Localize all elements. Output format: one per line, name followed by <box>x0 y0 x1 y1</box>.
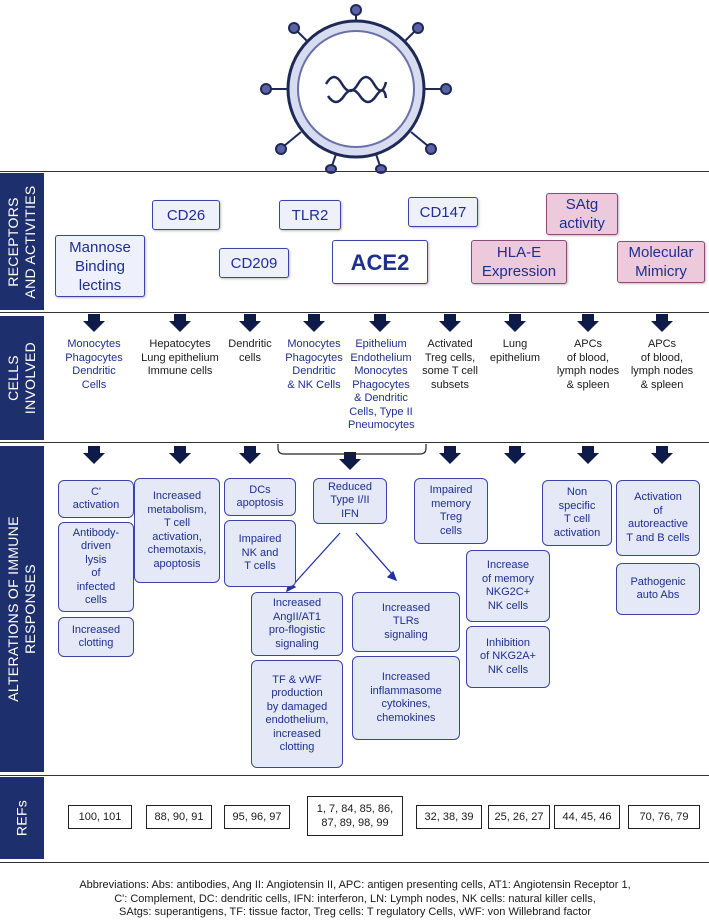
alteration-inhibition-nkg2a: Inhibition of NKG2A+ NK cells <box>466 626 550 688</box>
receptor-cd147: CD147 <box>408 197 478 227</box>
separator-refs <box>0 862 709 863</box>
bracket-ace2-group <box>277 444 427 455</box>
cells-col-9: APCs of blood, lymph nodes & spleen <box>630 338 694 391</box>
alteration-non-specific-t-cell: Non specific T cell activation <box>542 480 612 546</box>
alteration-tf-vwf: TF & vWF production by damaged endotheli… <box>251 660 343 768</box>
separator-top <box>0 171 709 172</box>
spike-proteins <box>260 4 452 174</box>
alteration-antibody-lysis: Antibody- driven lysis of infected cells <box>58 522 134 612</box>
cells-col-3: Dendritic cells <box>228 338 272 364</box>
cells-col-6: Activated Treg cells, some T cell subset… <box>422 338 478 391</box>
alteration-memory-nkg2c: Increase of memory NKG2C+ NK cells <box>466 550 550 622</box>
ref-col-8: 70, 76, 79 <box>628 805 700 829</box>
alteration-angii-signaling: Increased AngII/AT1 pro-flogistic signal… <box>251 592 343 656</box>
ref-col-6: 25, 26, 27 <box>488 805 550 829</box>
alteration-impaired-nk: Impaired NK and T cells <box>224 520 296 587</box>
ref-col-1: 100, 101 <box>68 805 132 829</box>
cells-col-7: Lung epithelium <box>489 338 541 364</box>
section-alterations: ALTERATIONS OF IMMUNE RESPONSES <box>0 446 44 772</box>
receptor-cd209: CD209 <box>219 248 289 278</box>
section-refs: REFs <box>0 777 44 859</box>
ref-col-7: 44, 45, 46 <box>554 805 620 829</box>
virus-icon <box>260 4 452 174</box>
alteration-inflammasome: Increased inflammasome cytokines, chemok… <box>352 656 460 740</box>
alteration-c-activation: C' activation <box>58 480 134 518</box>
separator-cells <box>0 442 709 443</box>
ifn-branch-arrows <box>286 532 398 593</box>
alteration-increased-clotting: Increased clotting <box>58 617 134 657</box>
receptor-tlr2: TLR2 <box>279 200 341 230</box>
abbreviations-footnote: Abbreviations: Abs: antibodies, Ang II: … <box>79 879 631 918</box>
alteration-impaired-treg: Impaired memory Treg cells <box>414 478 488 544</box>
ref-col-5: 32, 38, 39 <box>416 805 482 829</box>
ref-col-4: 1, 7, 84, 85, 86, 87, 89, 98, 99 <box>307 796 403 836</box>
alteration-tlrs-signaling: Increased TLRs signaling <box>352 592 460 652</box>
cells-col-4: Monocytes Phagocytes Dendritic & NK Cell… <box>285 338 343 391</box>
cells-col-8: APCs of blood, lymph nodes & spleen <box>556 338 620 391</box>
receptor-cd26: CD26 <box>152 200 220 230</box>
receptor-molecular-mimicry: Molecular Mimicry <box>617 241 705 283</box>
separator-receptors <box>0 312 709 313</box>
cells-col-2: Hepatocytes Lung epithelium Immune cells <box>141 338 219 377</box>
ref-col-2: 88, 90, 91 <box>146 805 212 829</box>
receptor-ace2: ACE2 <box>332 240 428 284</box>
receptor-satg-activity: SAtg activity <box>546 193 618 235</box>
alteration-reduced-ifn: Reduced Type I/II IFN <box>313 478 387 524</box>
section-cells: CELLS INVOLVED <box>0 316 44 440</box>
cells-col-5: Epithelium Endothelium Monocytes Phagocy… <box>348 338 415 431</box>
separator-alterations <box>0 775 709 776</box>
alteration-autoreactive-cells: Activation of autoreactive T and B cells <box>616 480 700 556</box>
alteration-increased-metabolism: Increased metabolism, T cell activation,… <box>134 478 220 583</box>
receptor-hla-e-expression: HLA-E Expression <box>471 240 567 284</box>
alteration-pathogenic-auto-abs: Pathogenic auto Abs <box>616 563 700 615</box>
ref-col-3: 95, 96, 97 <box>224 805 290 829</box>
receptor-mannose-binding-lectins: Mannose Binding lectins <box>55 235 145 297</box>
section-receptors: RECEPTORS AND ACTIVITIES <box>0 173 44 310</box>
alteration-dcs-apoptosis: DCs apoptosis <box>224 478 296 516</box>
cells-col-1: Monocytes Phagocytes Dendritic Cells <box>65 338 123 391</box>
